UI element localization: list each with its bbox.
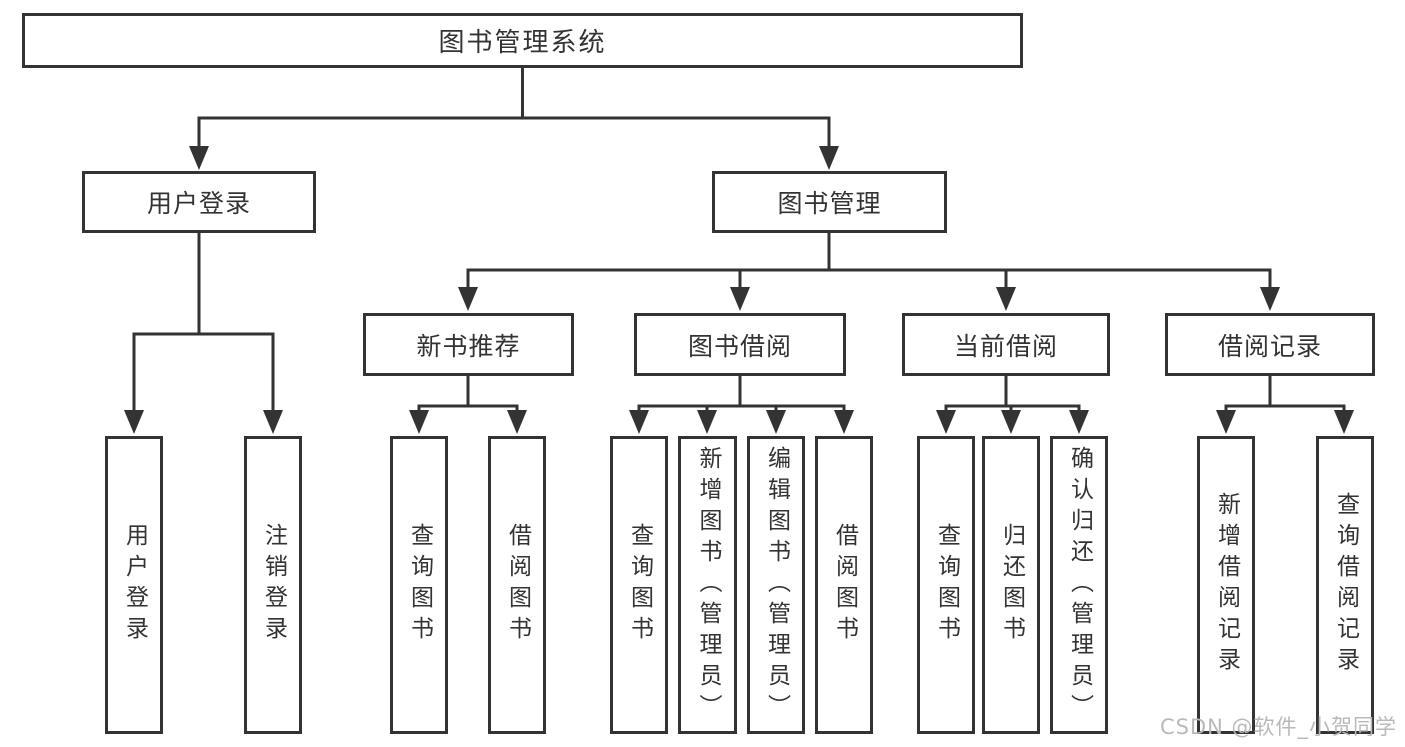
leaf-query-books-recommend: 查询图书 — [390, 436, 448, 734]
node-current-borrow: 当前借阅 — [902, 313, 1110, 376]
node-book-borrow: 图书借阅 — [634, 313, 846, 376]
node-borrow-records: 借阅记录 — [1165, 313, 1375, 376]
leaf-add-books-admin: 新增图书（管理员） — [678, 436, 737, 734]
node-user-login: 用户登录 — [82, 171, 316, 233]
leaf-borrow-books-recommend: 借阅图书 — [488, 436, 546, 734]
node-library-system: 图书管理系统 — [22, 13, 1023, 68]
leaf-logout: 注销登录 — [244, 436, 302, 734]
leaf-confirm-return-admin: 确认归还（管理员） — [1050, 436, 1108, 734]
leaf-query-borrow-record: 查询借阅记录 — [1316, 436, 1374, 734]
leaf-add-borrow-record: 新增借阅记录 — [1197, 436, 1255, 734]
node-book-management: 图书管理 — [712, 171, 947, 233]
leaf-query-books-current: 查询图书 — [917, 436, 975, 734]
leaf-edit-books-admin: 编辑图书（管理员） — [747, 436, 805, 734]
leaf-user-login: 用户登录 — [105, 436, 163, 734]
node-new-book-recommend: 新书推荐 — [363, 313, 574, 376]
leaf-return-books: 归还图书 — [982, 436, 1040, 734]
csdn-watermark: CSDN @软件_小贺同学 — [1160, 715, 1398, 739]
leaf-query-books-borrow: 查询图书 — [610, 436, 668, 734]
leaf-borrow-books: 借阅图书 — [815, 436, 873, 734]
